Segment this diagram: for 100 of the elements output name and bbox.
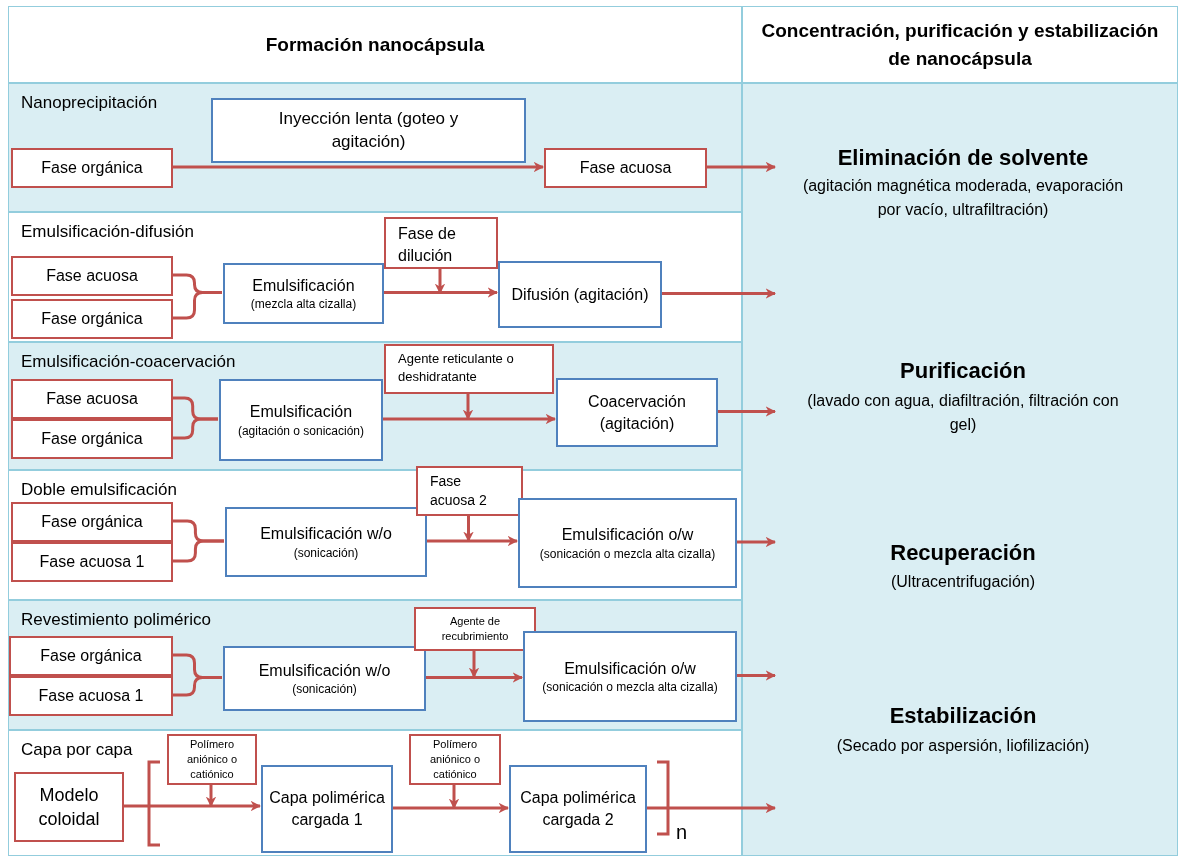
box-label: Fase orgánica [40,646,142,667]
input-box [11,148,173,188]
input-box [167,734,257,785]
method-band [8,342,742,470]
arrow [392,802,510,814]
method-title: Capa por capa [21,739,133,761]
arrow [736,670,777,681]
box-label: Agente reticulante o deshidratante [398,350,515,386]
input-box [11,299,173,339]
input-box [14,772,124,842]
process-box [211,98,526,163]
box-label: Emulsificación o/w [561,525,694,546]
arrow [172,161,545,173]
process-box [498,261,662,328]
process-box [556,378,718,447]
process-box [225,507,427,577]
box-label: Fase de dilución [398,224,457,266]
process-box [518,498,737,588]
box-label: Fase acuosa 1 [38,686,144,707]
input-box [384,344,554,394]
box-sublabel: (sonicación) [292,681,357,698]
input-box [11,502,173,542]
arrow [706,161,777,173]
stage-description: (lavado con agua, diafiltración, filtración con gel) [806,391,1120,435]
box-sublabel: (sonicación o mezcla alta cizalla) [539,545,716,562]
box-label: Polímero aniónico o catiónico [428,737,482,782]
input-box [409,734,501,785]
repeat-count: n [676,822,688,842]
header-cell: Concentración, purificación y estabilización de nanocápsula [742,6,1178,83]
input-box [384,217,498,269]
process-box [261,765,393,853]
box-label: Fase acuosa [46,389,138,410]
box-label: Fase acuosa [46,266,138,287]
box-sublabel: (mezcla alta cizalla) [250,296,357,313]
box-sublabel: (sonicación) [293,544,359,561]
input-box [11,379,173,419]
box-label: Emulsificación o/w [564,658,696,679]
stage-description: (Secado por aspersión, liofilización) [835,736,1091,756]
process-box [509,765,647,853]
method-band [8,212,742,342]
box-label: Inyección lenta (goteo y agitación) [277,107,460,153]
stage-title: Recuperación [889,539,1037,567]
arrow [717,406,777,417]
box-label: Fase orgánica [41,429,143,450]
arrow [468,650,480,679]
input-box [11,419,173,459]
process-box [223,646,426,711]
method-band [8,600,742,730]
box-label: Fase acuosa 1 [39,552,145,573]
box-label: Emulsificación [252,275,355,296]
box-label: Agente de recubrimiento [440,614,510,644]
process-box [523,631,737,722]
method-title: Revestimiento polimérico [21,609,211,631]
arrow [123,800,262,812]
input-box [416,466,523,516]
stage-description: (agitación magnética moderada, evaporación por vacío, ultrafiltración) [801,176,1125,220]
input-box [544,148,707,188]
box-label: Emulsificación w/o [260,524,392,545]
box-label: Fase orgánica [41,158,143,179]
method-band [8,83,742,212]
input-box [414,607,536,651]
arrow [463,515,474,543]
method-title: Doble emulsificación [21,479,177,501]
box-label: Coacervación (agitación) [587,391,687,434]
box-label: Emulsificación w/o [258,660,391,681]
box-sublabel: (sonicación o mezcla alta cizalla) [542,679,718,696]
method-band [8,730,742,856]
arrow [426,535,519,547]
method-title: Emulsificación-difusión [21,221,194,243]
input-box [9,676,173,716]
arrow [646,802,777,814]
method-title: Emulsificación-coacervación [21,351,236,373]
arrow [205,784,217,808]
arrow [382,413,557,425]
box-label: Fase acuosa 2 [430,472,488,510]
input-box [9,636,173,676]
stage-title: Eliminación de solvente [836,144,1090,172]
stage-title: Purificación [899,357,1027,385]
stage-description: (Ultracentrifugación) [889,572,1037,592]
box-label: Modelo coloidal [37,783,101,831]
process-box [223,263,384,324]
process-box [219,379,383,461]
box-label: Capa polimérica cargada 1 [268,788,386,830]
header-cell: Formación nanocápsula [8,6,742,83]
box-label: Fase orgánica [41,512,143,533]
box-sublabel: (agitación o sonicación) [237,422,365,439]
arrow [425,672,524,683]
arrow [383,287,499,298]
input-box [11,256,173,296]
arrow [448,784,460,810]
box-label: Capa polimérica cargada 2 [519,788,637,830]
box-label: Difusión (agitación) [511,284,649,305]
method-title: Nanoprecipitación [21,92,158,114]
box-label: Polímero aniónico o catiónico [185,737,239,782]
arrow [462,393,474,421]
stage-title: Estabilización [888,702,1038,730]
arrow [736,536,777,548]
box-label: Fase acuosa [579,158,672,179]
stage-panel [742,83,1178,856]
box-label: Emulsificación [249,402,353,423]
